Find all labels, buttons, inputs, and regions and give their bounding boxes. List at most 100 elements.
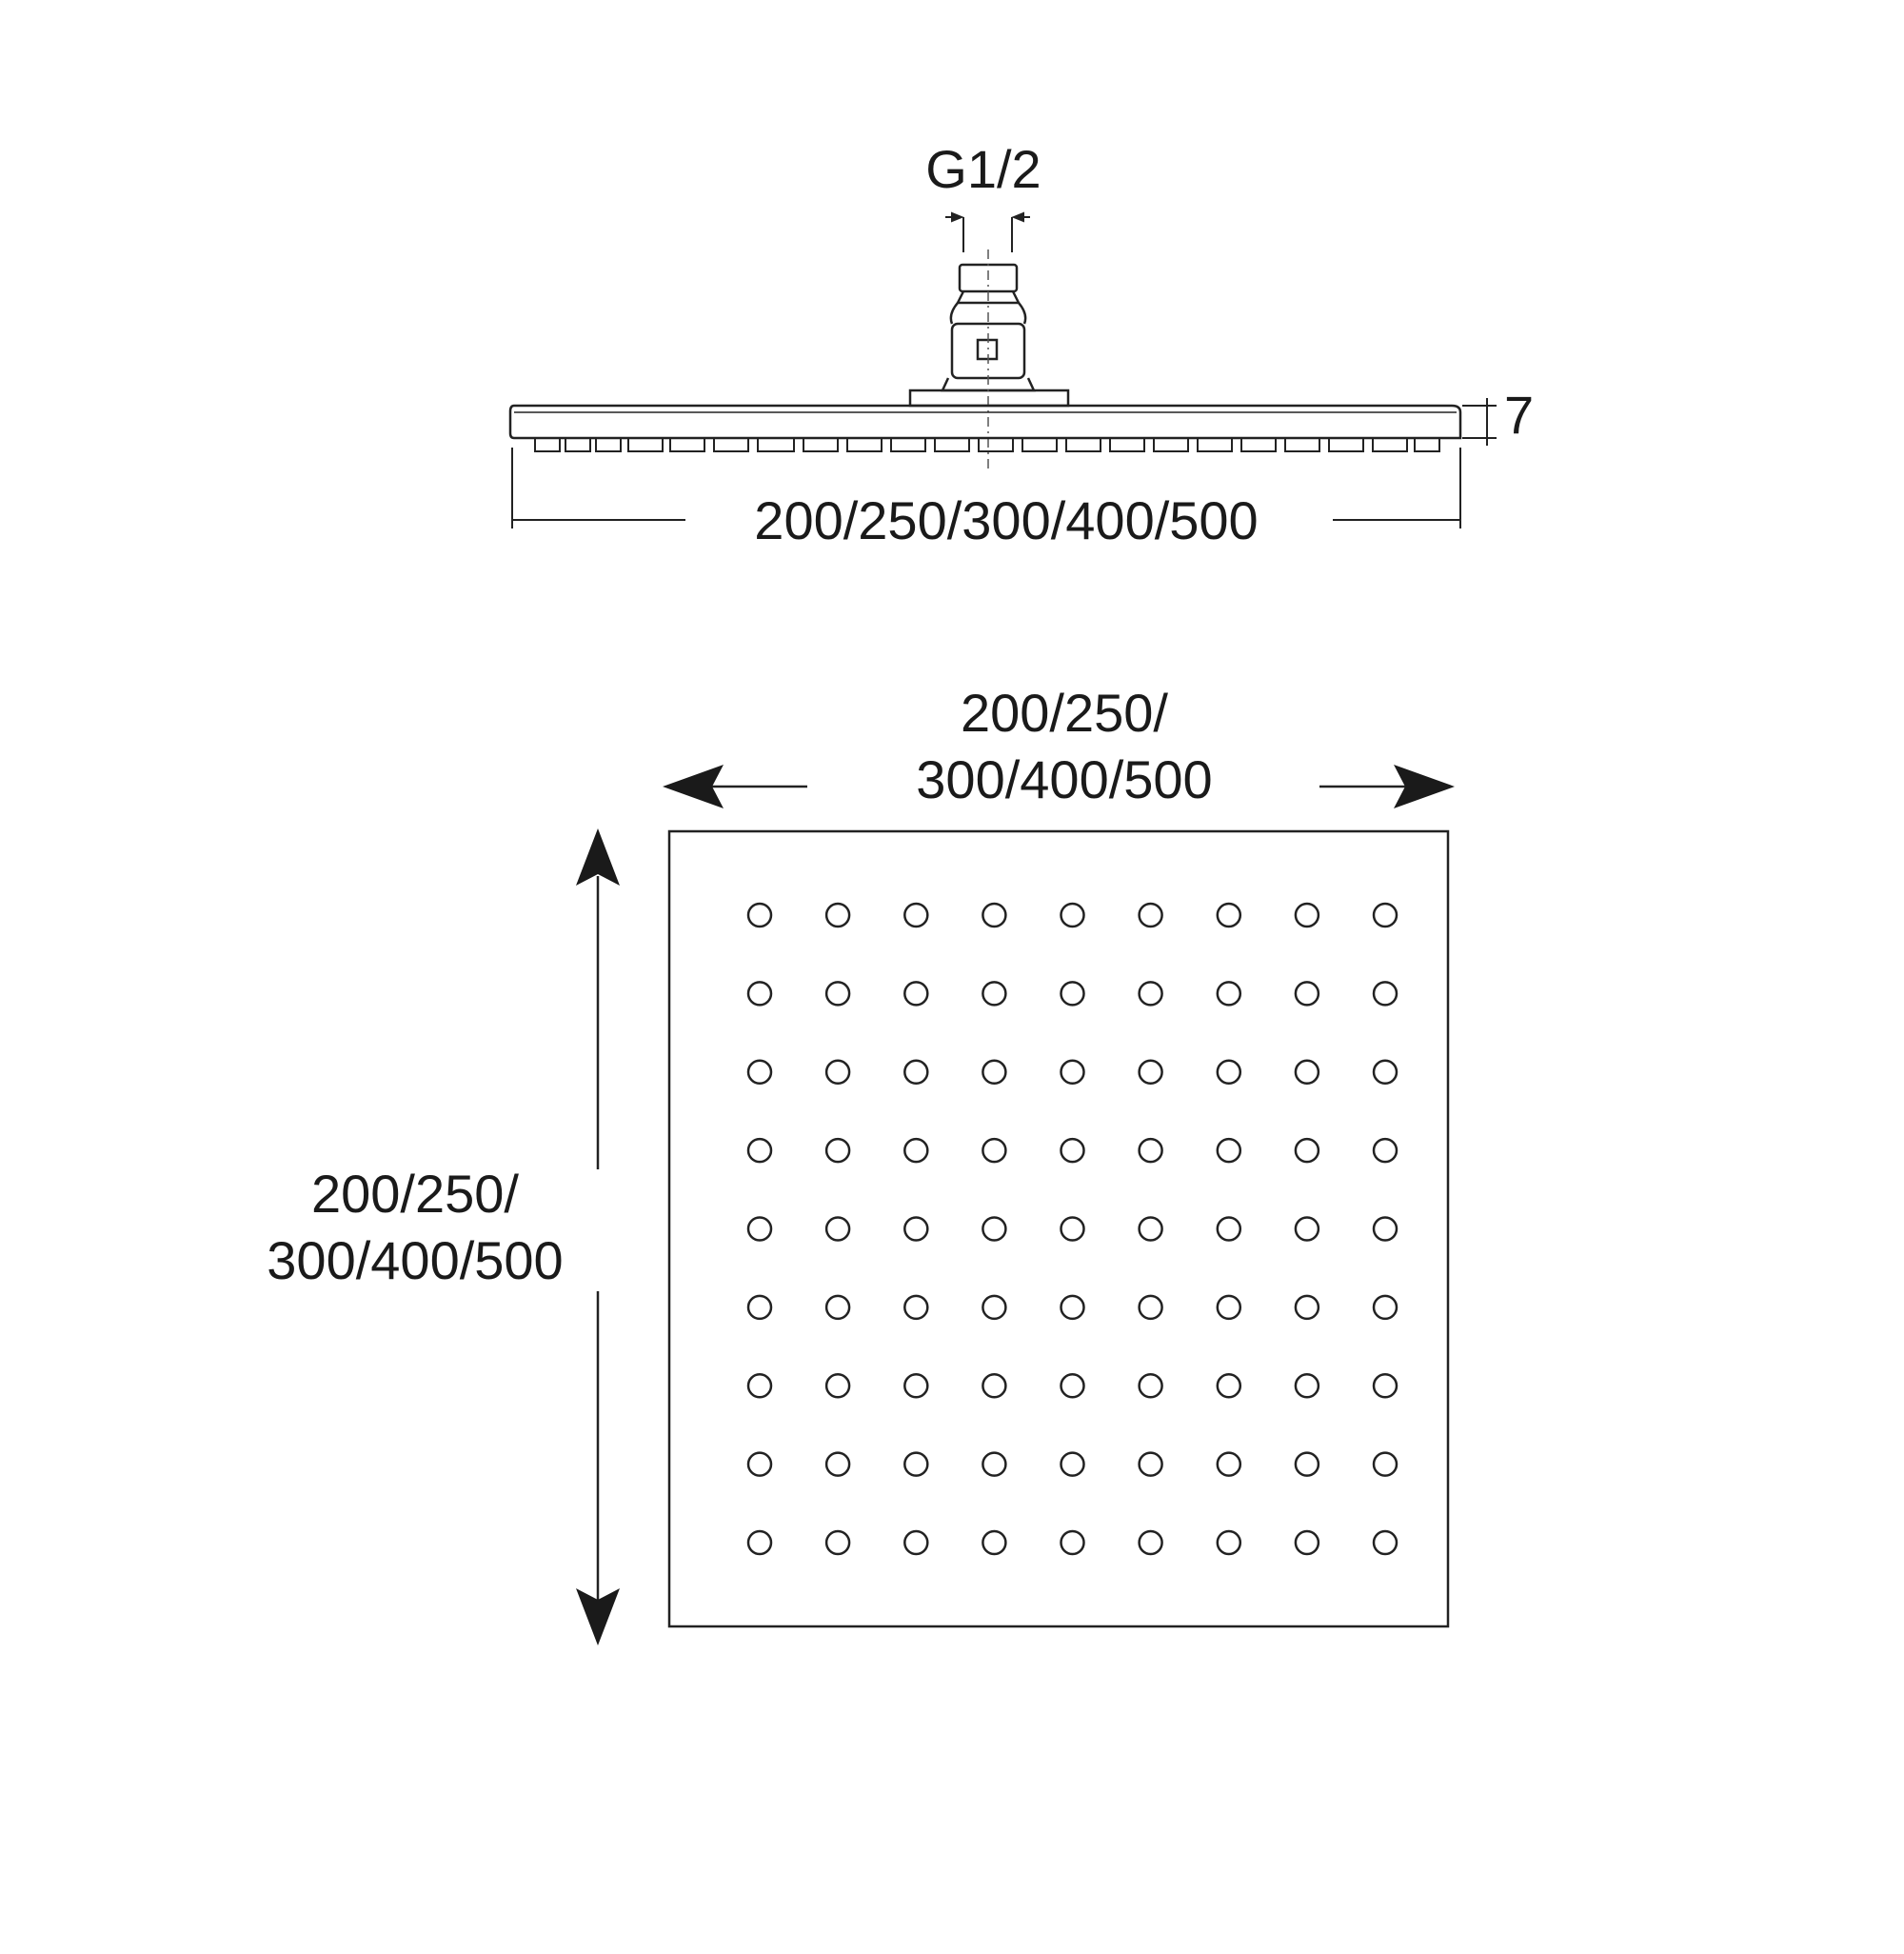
top-width-label-line1: 200/250/ — [961, 683, 1168, 743]
nozzle-hole — [746, 1059, 773, 1086]
nozzle-hole — [1372, 1137, 1398, 1164]
nozzle-hole — [903, 1216, 929, 1242]
nozzle-hole — [982, 1137, 1007, 1164]
nozzle-hole — [1372, 1216, 1398, 1242]
nozzle-hole — [1060, 1373, 1085, 1399]
nozzle-profile-row — [534, 438, 1440, 452]
nozzle-hole — [982, 981, 1007, 1007]
nozzle-hole — [1294, 1529, 1320, 1556]
nozzle-hole — [1216, 1059, 1242, 1086]
side-width-label: 200/250/300/400/500 — [754, 490, 1258, 550]
nozzle-hole — [1060, 1216, 1085, 1242]
nozzle-hole — [982, 902, 1007, 928]
nozzle-hole — [1372, 1059, 1398, 1086]
nozzle-hole — [824, 1373, 851, 1399]
thickness-dimension-lines — [1462, 398, 1497, 446]
nozzle-hole — [1372, 1373, 1398, 1399]
top-view: 200/250/ 300/400/500 200/250/ 300/400/50… — [267, 683, 1455, 1645]
nozzle-hole — [1138, 1373, 1163, 1399]
nozzle-hole — [903, 1529, 929, 1556]
nozzle-hole — [1138, 1451, 1163, 1477]
nozzle-hole — [746, 1294, 773, 1321]
nozzle-hole — [1138, 902, 1163, 928]
nozzle-hole — [1216, 1529, 1242, 1556]
nozzle-hole — [1294, 902, 1320, 928]
nozzle-hole — [1216, 902, 1242, 928]
nozzle-hole — [903, 981, 929, 1007]
thread-size-label: G1/2 — [925, 139, 1041, 199]
nozzle-hole — [1372, 902, 1398, 928]
nozzle-hole — [1138, 981, 1163, 1007]
nozzle-hole — [1060, 1059, 1085, 1086]
nozzle-hole — [824, 902, 851, 928]
nozzle-hole — [1138, 1294, 1163, 1321]
nozzle-hole — [903, 1137, 929, 1164]
thread-dimension-lines — [945, 211, 1030, 252]
side-view: G1/2 — [508, 139, 1534, 550]
top-height-label-line2: 300/400/500 — [267, 1230, 563, 1290]
nozzle-hole — [982, 1451, 1007, 1477]
nozzle-hole — [824, 1529, 851, 1556]
nozzle-hole — [746, 1529, 773, 1556]
nozzle-hole — [1216, 1137, 1242, 1164]
nozzle-hole — [1138, 1059, 1163, 1086]
shower-head-profile — [508, 404, 1462, 440]
top-height-label-line1: 200/250/ — [311, 1164, 519, 1224]
nozzle-hole — [1294, 1451, 1320, 1477]
nozzle-hole — [824, 1451, 851, 1477]
shower-plate-outline — [667, 829, 1450, 1628]
nozzle-hole — [1060, 1137, 1085, 1164]
top-width-label-line2: 300/400/500 — [916, 749, 1212, 809]
nozzle-hole — [746, 1373, 773, 1399]
thickness-label: 7 — [1504, 385, 1534, 445]
nozzle-hole — [903, 1451, 929, 1477]
nozzle-hole — [746, 902, 773, 928]
nozzle-hole — [1294, 1137, 1320, 1164]
nozzle-hole — [746, 981, 773, 1007]
nozzle-hole — [982, 1529, 1007, 1556]
nozzle-hole — [1216, 1373, 1242, 1399]
nozzle-hole — [903, 1294, 929, 1321]
side-width-dimension-lines — [511, 448, 1461, 528]
nozzle-hole — [1372, 1451, 1398, 1477]
nozzle-hole — [1138, 1137, 1163, 1164]
nozzle-hole — [1216, 1294, 1242, 1321]
nozzle-hole — [1060, 981, 1085, 1007]
nozzle-hole — [746, 1451, 773, 1477]
nozzle-hole — [1138, 1529, 1163, 1556]
nozzle-hole — [824, 1216, 851, 1242]
nozzle-hole — [1294, 981, 1320, 1007]
nozzle-hole — [1216, 1451, 1242, 1477]
nozzle-hole — [1294, 1294, 1320, 1321]
nozzle-hole — [903, 902, 929, 928]
nozzle-hole — [982, 1294, 1007, 1321]
nozzle-hole — [1294, 1216, 1320, 1242]
nozzle-hole — [1294, 1059, 1320, 1086]
nozzle-hole — [824, 1294, 851, 1321]
nozzle-hole — [1372, 1529, 1398, 1556]
nozzle-hole — [1372, 981, 1398, 1007]
nozzle-hole — [1060, 902, 1085, 928]
shower-arm-connector — [908, 263, 1070, 408]
nozzle-hole — [1060, 1451, 1085, 1477]
nozzle-hole — [746, 1137, 773, 1164]
width-arrows — [663, 765, 1455, 808]
nozzle-hole — [982, 1373, 1007, 1399]
nozzle-hole — [1060, 1294, 1085, 1321]
nozzle-hole — [1216, 1216, 1242, 1242]
nozzle-hole — [903, 1373, 929, 1399]
nozzle-hole — [903, 1059, 929, 1086]
nozzle-hole — [824, 1137, 851, 1164]
nozzle-hole — [746, 1216, 773, 1242]
nozzle-hole — [982, 1216, 1007, 1242]
nozzle-hole — [1216, 981, 1242, 1007]
nozzle-hole — [824, 1059, 851, 1086]
nozzle-grid — [746, 902, 1398, 1556]
nozzle-hole — [1294, 1373, 1320, 1399]
nozzle-hole — [1372, 1294, 1398, 1321]
nozzle-hole — [982, 1059, 1007, 1086]
height-arrows — [576, 828, 620, 1645]
nozzle-hole — [824, 981, 851, 1007]
nozzle-hole — [1060, 1529, 1085, 1556]
